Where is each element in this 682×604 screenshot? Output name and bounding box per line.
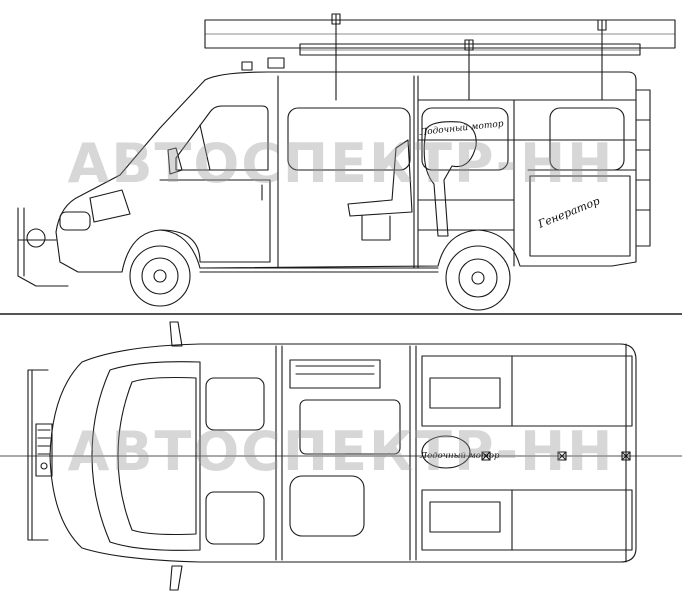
generator — [529, 175, 631, 257]
cargo-shelf-upper — [421, 355, 633, 427]
windshield — [91, 361, 201, 551]
van-body-top — [49, 343, 637, 563]
top-view: Лодочный мотор — [0, 321, 682, 591]
cab-window — [175, 105, 269, 171]
side-view: Лодочный мотор Генератор — [17, 13, 676, 311]
headlight — [59, 211, 91, 231]
mirror-right — [169, 565, 183, 591]
generator-label: Генератор — [535, 194, 601, 231]
roof-rack — [299, 43, 641, 56]
rear-ladder — [635, 89, 651, 247]
cab-door — [159, 179, 271, 263]
boat-motor-top-label: Лодочный мотор — [419, 451, 500, 461]
side-window-2 — [421, 107, 509, 171]
cargo-shelf-lower — [421, 489, 633, 551]
mirror-left — [169, 321, 183, 347]
tie-downs — [481, 451, 631, 461]
bull-bar — [17, 207, 69, 287]
passenger-seat — [205, 491, 265, 545]
side-window-1 — [287, 107, 411, 171]
bench-seat — [289, 359, 381, 389]
crew-seat — [347, 139, 413, 241]
front-wheel — [129, 245, 191, 307]
rack-posts — [331, 13, 607, 101]
rear-wheel — [445, 245, 511, 311]
bull-bar-top — [27, 369, 49, 541]
van-body — [55, 71, 637, 273]
boat-motor-top — [421, 435, 471, 469]
driver-seat — [205, 377, 265, 431]
side-window-3 — [549, 107, 625, 171]
beacon-light — [241, 61, 253, 71]
side-mirror — [167, 147, 183, 175]
boat-motor — [423, 121, 477, 237]
